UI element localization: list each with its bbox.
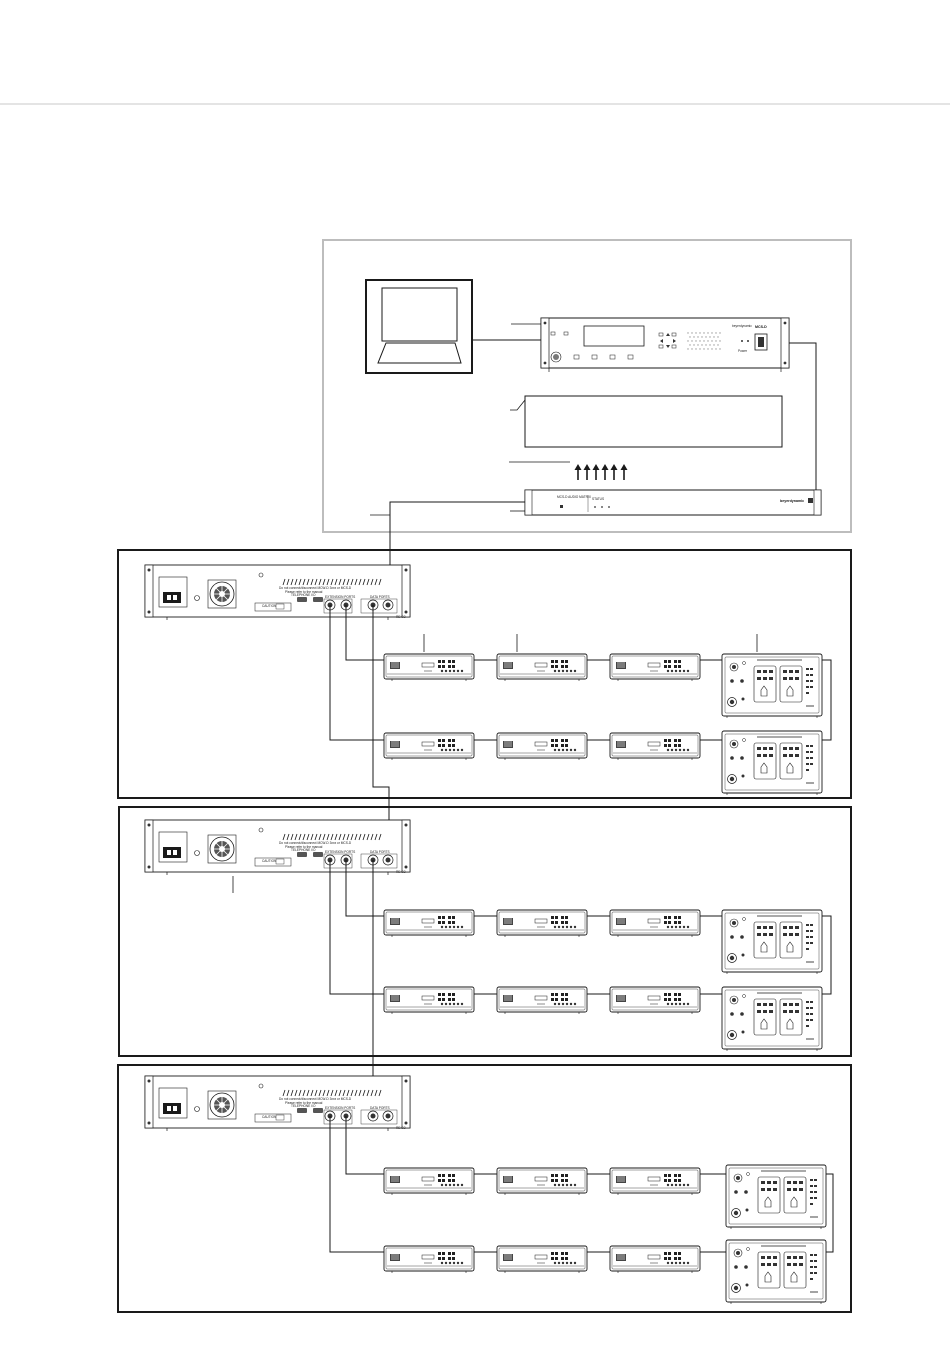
delegate-row-3b [383, 1245, 701, 1274]
rear-note: Do not connect/disconnect MCW-D 3xxx or … [279, 1097, 352, 1101]
audio-interface-status: STATUS [592, 497, 604, 501]
rear-caution: CAUTION [262, 604, 277, 608]
rear-model-tag: RE-D2 [396, 615, 406, 619]
central-unit-power-label: Power [738, 349, 748, 353]
rear-port-group-a: TELEPHONE I/O [291, 848, 316, 852]
rear-port-group-c: DATA PORTS [370, 1106, 390, 1110]
callout-leaders-top [370, 323, 570, 516]
rear-port-group-a: TELEPHONE I/O [291, 593, 316, 597]
delegate-row-1b [383, 732, 701, 761]
interpreter-console-2b [721, 986, 823, 1052]
central-unit-logo: beyerdynamic [732, 324, 752, 328]
audio-interface-unit: MCS-D AUDIO MATRIX STATUS beyerdynamic [524, 489, 822, 516]
interpreter-console-1a [721, 653, 823, 719]
rear-note-2: Please refer to the manual [285, 590, 323, 594]
rear-note-2: Please refer to the manual [285, 1101, 323, 1105]
rear-model-tag: RE-D2 [396, 1126, 406, 1130]
extension-unit-2-rear: Do not connect/disconnect MCW-D 3xxx or … [144, 819, 411, 876]
laptop [365, 279, 473, 374]
interpreter-console-1b [721, 730, 823, 796]
rear-port-group-c: DATA PORTS [370, 850, 390, 854]
extension-unit-1-rear: Do not connect/disconnect MCW-D 3xxx or … [144, 564, 411, 621]
interpreter-console-3b [725, 1239, 827, 1305]
ext2-cables [329, 860, 832, 1116]
rear-model-tag: RE-D2 [396, 870, 406, 874]
rear-caution: CAUTION [262, 859, 277, 863]
empty-device-box [524, 395, 783, 448]
delegate-row-3a [383, 1167, 701, 1196]
rear-port-group-a: TELEPHONE I/O [291, 1104, 316, 1108]
rear-caution: CAUTION [262, 1115, 277, 1119]
ext1-callouts [423, 634, 758, 652]
rear-note: Do not connect/disconnect MCW-D 3xxx or … [279, 841, 352, 845]
cable-central-to-interface [789, 342, 817, 490]
extension-group-3-frame [117, 1064, 852, 1313]
input-arrows [573, 463, 629, 481]
rear-note: Do not connect/disconnect MCW-D 3xxx or … [279, 586, 352, 590]
rear-port-group-b: EXTENSION PORTS [325, 850, 355, 854]
delegate-row-2a [383, 909, 701, 938]
rear-port-group-b: EXTENSION PORTS [325, 1106, 355, 1110]
audio-interface-title: MCS-D AUDIO MATRIX [557, 495, 592, 499]
extension-group-2-frame [118, 806, 852, 1057]
rear-note-2: Please refer to the manual [285, 845, 323, 849]
ext1-cables [329, 605, 832, 830]
interpreter-console-2a [721, 909, 823, 975]
rear-port-group-b: EXTENSION PORTS [325, 595, 355, 599]
central-unit-model: MCS-D [755, 325, 767, 329]
rear-port-group-c: DATA PORTS [370, 595, 390, 599]
ext3-cables [329, 1116, 834, 1253]
control-room-frame [322, 239, 852, 533]
delegate-row-2b [383, 986, 701, 1015]
extension-group-1-frame [117, 549, 852, 799]
delegate-row-1a [383, 653, 701, 682]
extension-unit-3-rear: Do not connect/disconnect MCW-D 3xxx or … [144, 1075, 411, 1132]
central-unit: beyerdynamic MCS-D Power [540, 317, 790, 372]
audio-interface-brand: beyerdynamic [780, 499, 804, 503]
interpreter-console-3a [725, 1164, 827, 1230]
